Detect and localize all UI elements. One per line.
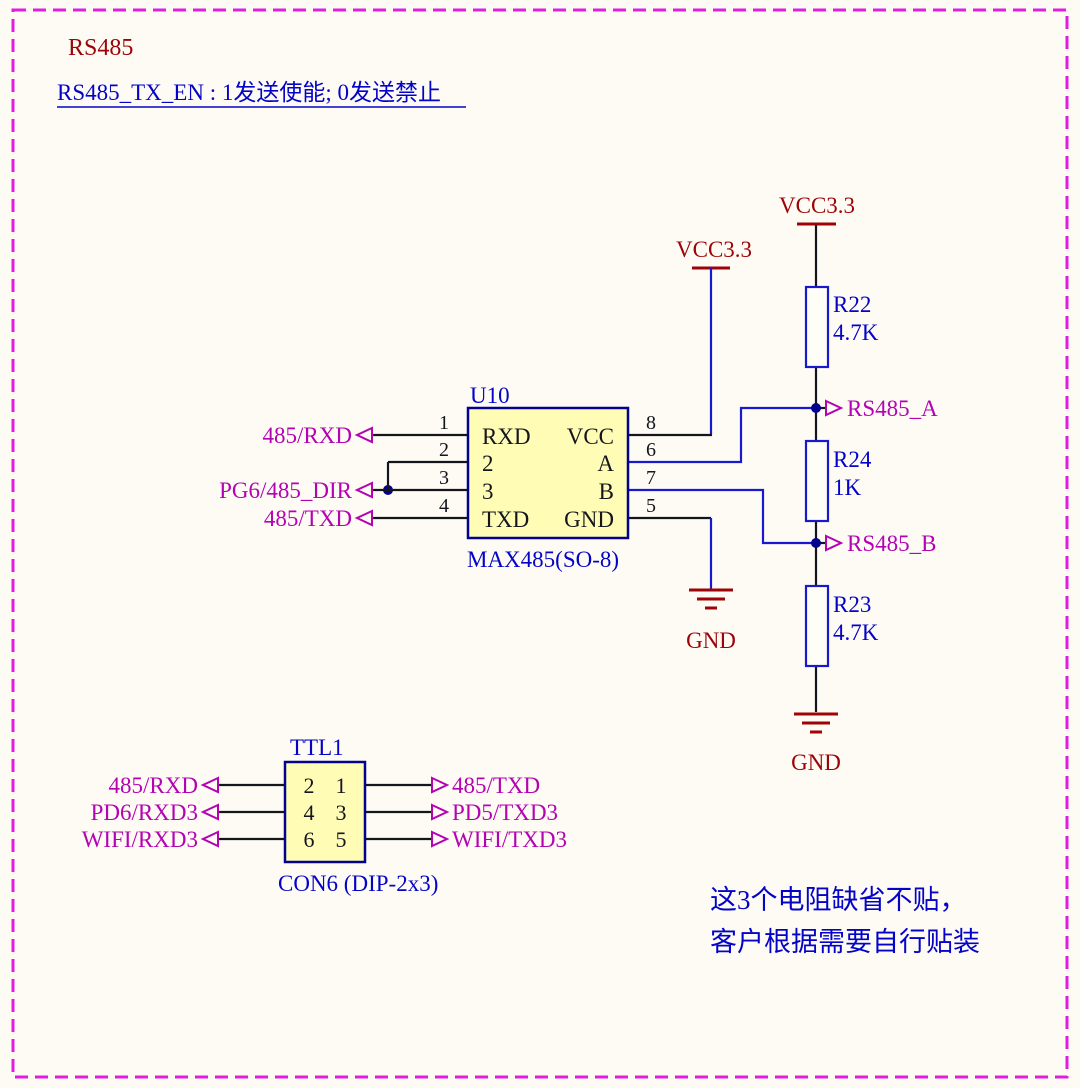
note-line-2: 客户根据需要自行贴装 <box>710 927 980 957</box>
ic-u10: U10 RXD 2 3 TXD VCC A B GND MAX485(SO-8) <box>466 383 630 572</box>
net-label-dir: PG6/485_DIR <box>219 478 353 503</box>
net-label-wifirxd3: WIFI/RXD3 <box>82 827 198 852</box>
gnd-symbol-left: GND <box>686 588 736 653</box>
net-label-485txd: 485/TXD <box>264 506 352 531</box>
vcc-right-label: VCC3.3 <box>779 193 855 218</box>
connector-part: CON6 (DIP-2x3) <box>278 871 438 896</box>
net-arrow-con-485rxd <box>200 776 219 794</box>
net-arrow-wifitxd3 <box>431 830 450 848</box>
ic-pin-name-de: 3 <box>482 479 494 504</box>
net-arrow-485txd <box>354 509 373 527</box>
con-pin-1: 1 <box>336 773 347 798</box>
pin-number-2: 2 <box>439 439 449 461</box>
resistor-r23-refdes: R23 <box>833 592 871 617</box>
sheet-border <box>11 8 1069 1079</box>
resistor-r23-body <box>804 584 830 668</box>
pin-number-5: 5 <box>646 495 656 517</box>
net-arrow-485rxd <box>354 426 373 444</box>
note-line-1: 这3个电阻缺省不贴， <box>710 885 967 915</box>
sheet-title: RS485 <box>68 35 133 61</box>
ic-pin-name-gnd: GND <box>564 507 614 532</box>
net-label-485rxd: 485/RXD <box>263 423 352 448</box>
net-arrow-rs485a <box>825 399 844 417</box>
pin-number-3: 3 <box>439 467 449 489</box>
con-pin-5: 5 <box>336 827 347 852</box>
resistor-r23-value: 4.7K <box>833 620 879 645</box>
pin-number-6: 6 <box>646 439 656 461</box>
tx-en-note: RS485_TX_EN : 1发送使能; 0发送禁止 <box>57 80 441 105</box>
net-label-rs485a: RS485_A <box>847 396 938 421</box>
con-pin-3: 3 <box>336 800 347 825</box>
con-pin-2: 2 <box>304 773 315 798</box>
net-label-pd5txd3: PD5/TXD3 <box>452 800 558 825</box>
net-arrow-pd6rxd3 <box>200 803 219 821</box>
con-pin-4: 4 <box>304 800 315 825</box>
pin-number-1: 1 <box>439 412 449 434</box>
ic-pin-name-re: 2 <box>482 451 494 476</box>
pin-number-8: 8 <box>646 412 656 434</box>
pin-number-4: 4 <box>439 495 449 517</box>
connector-body <box>283 760 367 864</box>
ic-refdes: U10 <box>470 383 510 408</box>
net-label-wifitxd3: WIFI/TXD3 <box>452 827 567 852</box>
resistor-r24-value: 1K <box>833 475 862 500</box>
gnd-symbol-right: GND <box>791 712 841 775</box>
junction-dot-rs485b <box>811 538 821 548</box>
connector-refdes: TTL1 <box>290 735 344 760</box>
net-arrow-con-485txd <box>431 776 450 794</box>
gnd-left-label: GND <box>686 628 736 653</box>
net-arrow-pd5txd3 <box>431 803 450 821</box>
ic-pin-name-vcc: VCC <box>567 424 614 449</box>
resistor-r24-body <box>804 439 830 523</box>
net-arrow-rs485b <box>825 534 844 552</box>
net-label-con-485txd: 485/TXD <box>452 773 540 798</box>
resistor-r22-body <box>804 285 830 369</box>
vcc-left-label: VCC3.3 <box>676 237 752 262</box>
net-label-pd6rxd3: PD6/RXD3 <box>91 800 198 825</box>
ic-pin-name-rxd: RXD <box>482 424 531 449</box>
wire-pin7-b <box>628 488 812 545</box>
pin-number-7: 7 <box>646 467 656 489</box>
net-label-rs485b: RS485_B <box>847 531 936 556</box>
resistor-r22-refdes: R22 <box>833 292 871 317</box>
gnd-right-label: GND <box>791 750 841 775</box>
net-arrow-wifirxd3 <box>200 830 219 848</box>
ic-pin-name-b: B <box>599 479 614 504</box>
ic-pin-name-txd: TXD <box>482 507 529 532</box>
junction-dot-rs485a <box>811 403 821 413</box>
resistor-r22-value: 4.7K <box>833 320 879 345</box>
con-pin-6: 6 <box>304 827 315 852</box>
net-label-con-485rxd: 485/RXD <box>109 773 198 798</box>
connector-ttl1: TTL1 2 1 4 3 6 5 CON6 (DIP-2x3) <box>278 735 438 896</box>
wire-pin6-a <box>628 406 812 464</box>
ic-body <box>466 406 630 540</box>
ic-part: MAX485(SO-8) <box>467 547 619 572</box>
net-arrow-dir <box>354 481 373 499</box>
ic-pin-name-a: A <box>597 451 614 476</box>
resistor-r24-refdes: R24 <box>833 447 872 472</box>
